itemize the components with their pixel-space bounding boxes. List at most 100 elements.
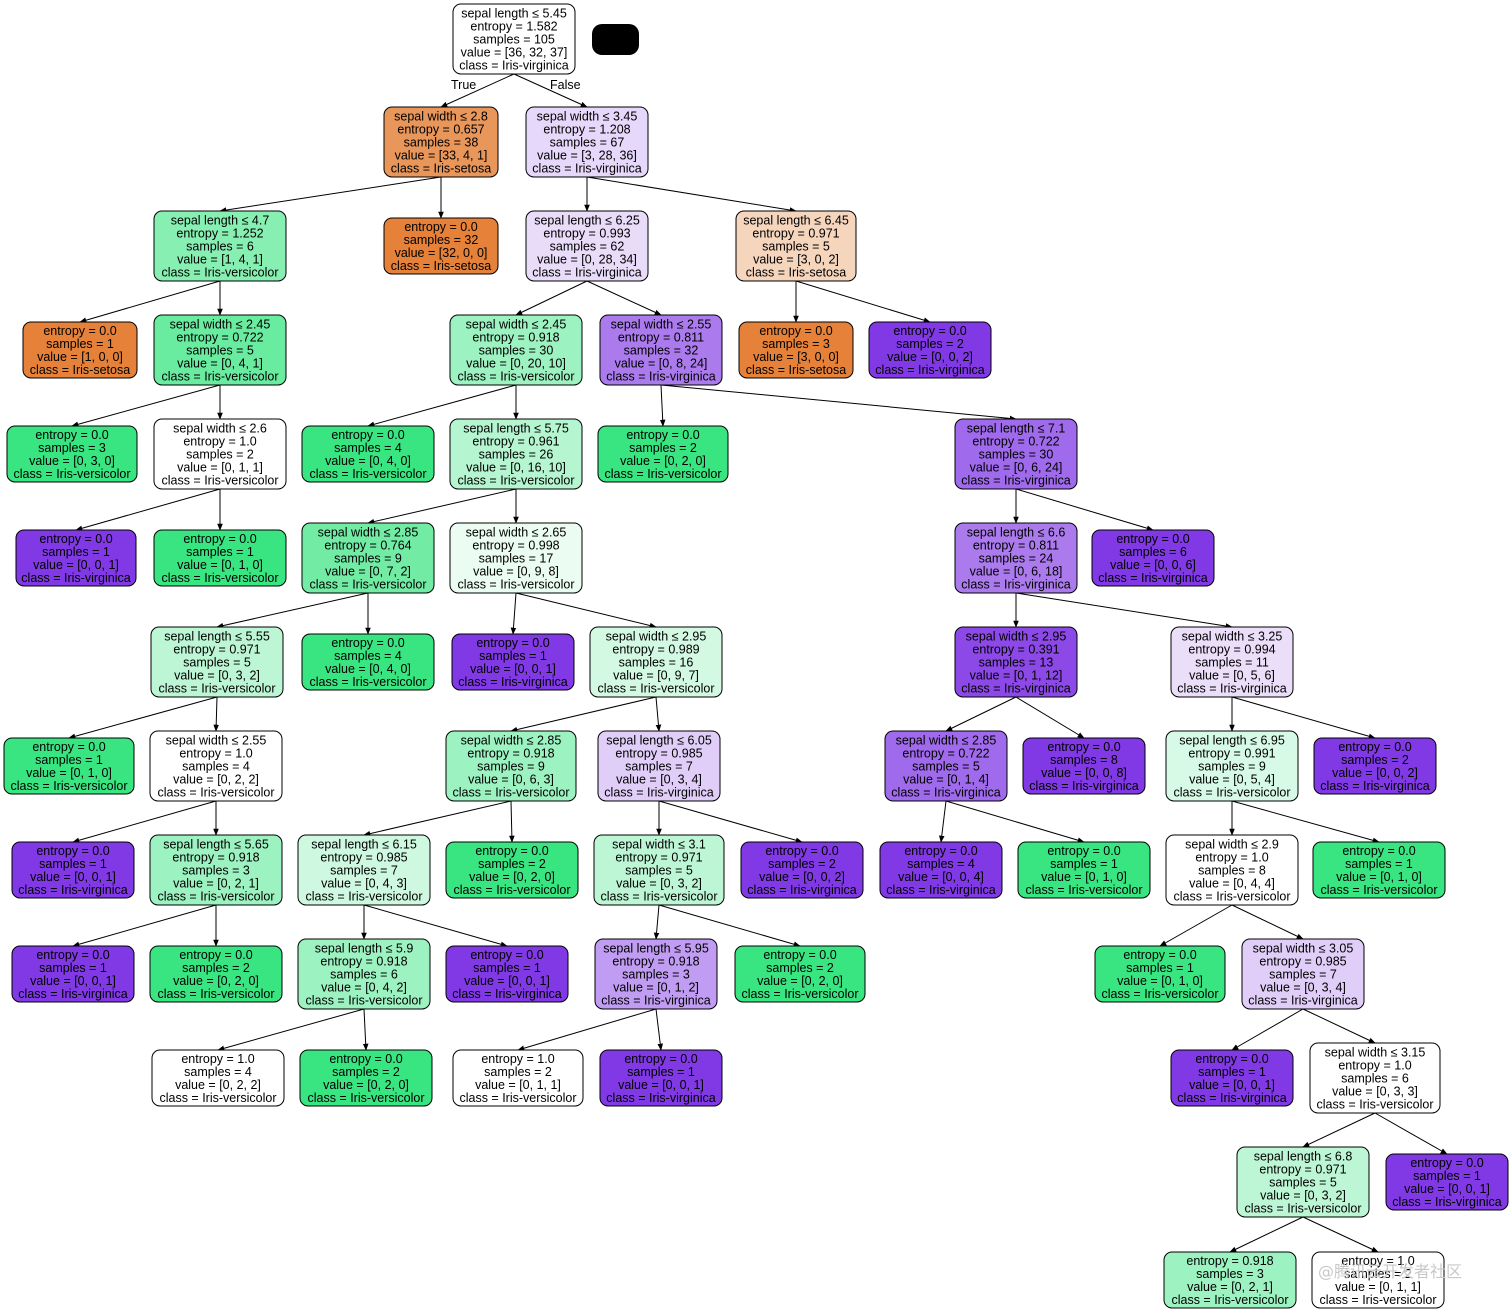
tree-node-line: entropy = 0.918: [320, 955, 407, 969]
tree-node-line: class = Iris-virginica: [604, 786, 713, 800]
tree-node-line: entropy = 0.989: [612, 643, 699, 657]
tree-node-line: value = [0, 0, 1]: [30, 974, 116, 988]
tree-node-line: sepal width ≤ 3.45: [537, 110, 638, 124]
tree-node-line: class = Iris-versicolor: [161, 474, 278, 488]
tree-node-line: entropy = 0.918: [172, 851, 259, 865]
tree-node-box: [297, 834, 431, 906]
tree-node-line: samples = 1: [479, 649, 547, 663]
tree-node-line: class = Iris-versicolor: [1244, 1202, 1361, 1216]
tree-node-line: sepal length ≤ 4.7: [171, 214, 270, 228]
edge-n22-n27: [510, 592, 517, 635]
tree-node-line: sepal length ≤ 5.75: [463, 422, 569, 436]
tree-node-line: value = [36, 32, 37]: [461, 46, 568, 60]
tree-node-line: sepal length ≤ 5.9: [315, 942, 414, 956]
tree-node-line: sepal width ≤ 2.85: [318, 526, 419, 540]
tree-node-line: sepal width ≤ 2.8: [394, 110, 488, 124]
tree-node-line: value = [0, 1, 0]: [177, 558, 263, 572]
tree-node-line: class = Iris-virginica: [961, 578, 1070, 592]
tree-node-line: entropy = 0.0: [35, 428, 108, 442]
tree-node-line: samples = 4: [182, 760, 250, 774]
tree-node-line: value = [0, 7, 2]: [325, 565, 411, 579]
tree-node-line: entropy = 0.918: [1186, 1254, 1273, 1268]
tree-node-line: entropy = 0.0: [331, 636, 404, 650]
tree-node-line: value = [0, 20, 10]: [466, 357, 566, 371]
tree-node-box: [1165, 834, 1299, 906]
tree-node-box: [6, 425, 138, 483]
tree-node-line: samples = 3: [1196, 1267, 1264, 1281]
edge-n33-n42: [509, 800, 515, 843]
tree-node-line: value = [0, 4, 3]: [321, 877, 407, 891]
tree-node-box: [735, 210, 857, 282]
edge-n29-n36: [1015, 696, 1085, 739]
tree-node-line: value = [0, 0, 1]: [30, 870, 116, 884]
tree-node-line: entropy = 0.0: [763, 948, 836, 962]
tree-node-box: [738, 321, 854, 379]
tree-node-box: [449, 522, 583, 594]
tree-node-line: value = [0, 5, 4]: [1189, 773, 1275, 787]
tree-node-line: entropy = 0.918: [612, 955, 699, 969]
tree-node-line: entropy = 1.208: [543, 123, 630, 137]
tree-node-line: entropy = 0.764: [324, 539, 411, 553]
tree-node-line: samples = 1: [473, 961, 541, 975]
tree-node-box: [149, 945, 283, 1003]
tree-node-line: class = Iris-virginica: [532, 266, 641, 280]
tree-node-box: [879, 841, 1003, 899]
tree-node-line: value = [0, 2, 0]: [323, 1078, 409, 1092]
tree-node-box: [153, 210, 287, 282]
tree-node-line: class = Iris-versicolor: [452, 786, 569, 800]
tree-node-line: samples = 1: [1126, 961, 1194, 975]
tree-node-line: class = Iris-setosa: [746, 266, 846, 280]
tree-node-line: sepal width ≤ 3.1: [612, 838, 706, 852]
tree-node-line: samples = 4: [334, 649, 402, 663]
tree-node-line: value = [0, 9, 8]: [473, 565, 559, 579]
tree-node-box: [1236, 1146, 1370, 1218]
tree-node-line: entropy = 0.971: [1259, 1163, 1346, 1177]
tree-node-line: samples = 1: [39, 857, 107, 871]
tree-node-line: entropy = 1.0: [179, 747, 252, 761]
tree-node-line: entropy = 0.657: [397, 123, 484, 137]
tree-node-line: samples = 5: [183, 656, 251, 670]
tree-node-line: class = Iris-versicolor: [457, 370, 574, 384]
tree-node-line: entropy = 1.252: [176, 227, 263, 241]
tree-node-line: entropy = 1.0: [1195, 851, 1268, 865]
tree-node-line: class = Iris-setosa: [746, 363, 846, 377]
edge-n47-n55: [1159, 904, 1233, 947]
tree-node-line: class = Iris-versicolor: [305, 994, 422, 1008]
tree-node-box: [449, 314, 583, 386]
tree-node-box: [1094, 945, 1226, 1003]
edge-n9-n15: [367, 384, 517, 428]
tree-node-line: samples = 5: [912, 760, 980, 774]
tree-node-line: entropy = 1.0: [183, 435, 256, 449]
tree-node-box: [525, 106, 649, 178]
edge-n40-n49: [72, 904, 217, 947]
tree-node-box: [1163, 1251, 1297, 1309]
edge-n47-n56: [1231, 904, 1304, 940]
tree-node-line: entropy = 0.0: [893, 324, 966, 338]
tree-node-line: sepal width ≤ 2.65: [466, 526, 567, 540]
tree-node-line: samples = 8: [1198, 864, 1266, 878]
tree-node-line: entropy = 0.0: [32, 740, 105, 754]
tree-node-line: value = [0, 4, 0]: [325, 454, 411, 468]
tree-node-line: class = Iris-versicolor: [457, 578, 574, 592]
tree-node-box: [954, 418, 1078, 490]
